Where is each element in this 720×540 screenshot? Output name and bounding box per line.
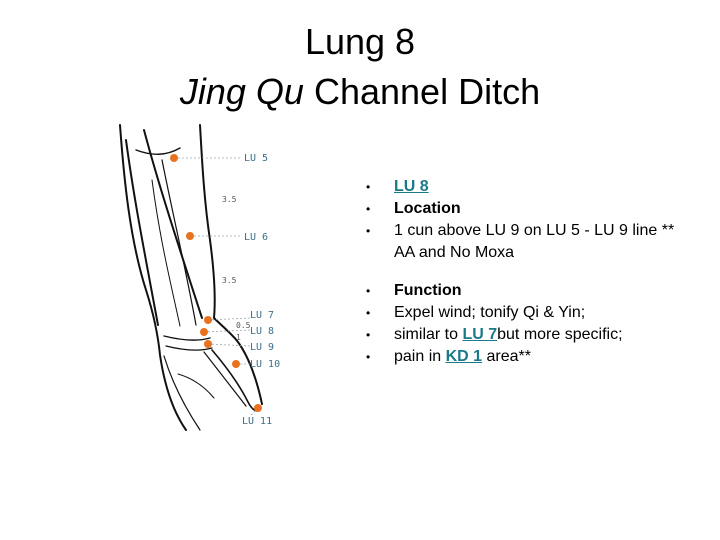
bullet-location-heading: • Location	[364, 198, 694, 220]
point-lu10	[232, 360, 240, 368]
arm-outline-right	[199, 124, 263, 405]
bullet-group-location: • LU 8 • Location • 1 cun above LU 9 on LU …	[364, 176, 694, 264]
bullet-function-heading: • Function	[364, 280, 694, 302]
bullet-dot: •	[366, 284, 371, 298]
forearm-illustration: LU 5 LU 6 LU 7 LU 8 LU 9 LU 10 LU 11 3.5…	[119, 124, 280, 431]
label-lu9: LU 9	[250, 342, 274, 353]
similar-prefix: similar to	[394, 326, 463, 343]
bullet-pain-text: • pain in KD 1 area**	[364, 346, 694, 368]
label-lu8: LU 8	[250, 326, 274, 337]
bullet-location-text: • 1 cun above LU 9 on LU 5 - LU 9 line **…	[364, 220, 694, 264]
subtitle-italic: Jing Qu	[179, 71, 304, 112]
bullet-group-function: •Function •Expel wind; tonify Qi & Yin; …	[364, 280, 694, 368]
bullet-function-text: • Expel wind; tonify Qi & Yin;	[364, 302, 694, 324]
label-lu5: LU 5	[244, 153, 268, 164]
tendon-line-2	[151, 179, 181, 327]
pain-prefix: pain in	[394, 348, 446, 365]
label-lu7: LU 7	[250, 310, 274, 321]
bullet-dot: •	[366, 306, 371, 320]
location-heading: Location	[394, 200, 461, 217]
function-text: Expel wind; tonify Qi & Yin;	[394, 304, 586, 321]
location-text: 1 cun above LU 9 on LU 5 - LU 9 line ** …	[394, 222, 675, 261]
acupoint-markers	[170, 154, 262, 412]
point-lu9	[204, 340, 212, 348]
bullet-dot: •	[366, 224, 371, 238]
ulna-bone	[125, 139, 159, 326]
bullet-dot: •	[366, 180, 371, 194]
measure-3-5-upper: 3.5	[222, 195, 237, 204]
measure-3-5-lower: 3.5	[222, 276, 237, 285]
label-lu11: LU 11	[242, 416, 272, 427]
arm-outline-left	[119, 124, 187, 431]
radius-bone	[143, 129, 203, 319]
measure-0-5: 0.5	[236, 321, 251, 330]
point-name-link[interactable]: LU 8	[394, 178, 429, 195]
palm-outline	[163, 355, 201, 431]
point-lu8	[200, 328, 208, 336]
leader-lu7	[207, 317, 251, 321]
function-heading: Function	[394, 282, 462, 299]
label-lu10: LU 10	[250, 359, 280, 370]
label-lu6: LU 6	[244, 232, 268, 243]
slide-title: Lung 8	[304, 21, 416, 62]
slide-subtitle: Jing Qu Channel Ditch	[0, 72, 720, 112]
bullet-dot: •	[366, 202, 371, 216]
palm-bone	[203, 351, 247, 407]
kd1-link[interactable]: KD 1	[445, 348, 483, 365]
palm-crease	[177, 373, 215, 399]
tendon-line	[161, 159, 197, 326]
subtitle-rest: Channel Ditch	[303, 71, 541, 112]
bullet-point-name: • LU 8	[364, 176, 694, 198]
elbow-crease	[135, 147, 181, 155]
point-lu6	[186, 232, 194, 240]
wrist-crease	[163, 335, 211, 341]
bullet-dot: •	[366, 328, 371, 342]
leader-lu9	[207, 343, 251, 347]
bullet-similar-text: • similar to LU 7but more specific;	[364, 324, 694, 346]
point-lu5	[170, 154, 178, 162]
similar-suffix: but more specific;	[497, 326, 623, 343]
lu7-link[interactable]: LU 7	[462, 326, 498, 343]
point-lu11	[254, 404, 262, 412]
wrist-crease-2	[165, 345, 213, 351]
bullet-dot: •	[366, 350, 371, 364]
content-bullets: • LU 8 • Location • 1 cun above LU 9 on LU …	[364, 176, 694, 368]
measure-1: 1	[236, 333, 241, 342]
pain-suffix: area**	[482, 348, 531, 365]
point-lu7	[204, 316, 212, 324]
